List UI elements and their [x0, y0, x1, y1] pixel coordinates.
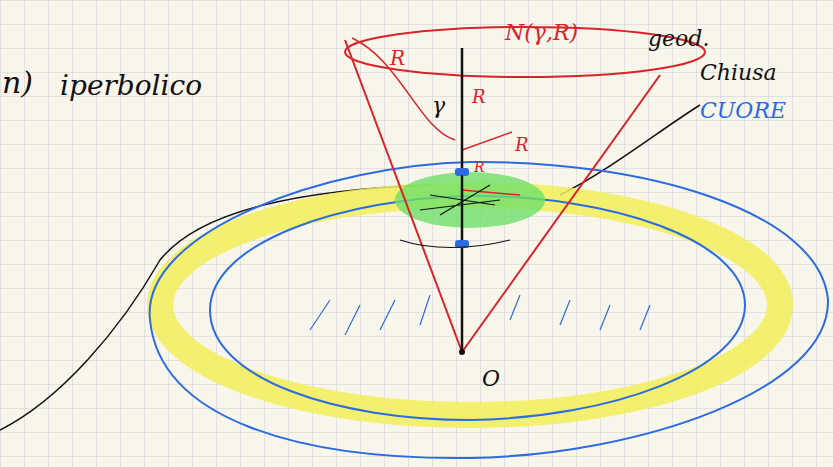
radius-lines	[352, 38, 520, 195]
geodesic-label: γ	[432, 95, 445, 117]
neighborhood-label: N(γ,R)	[505, 22, 578, 44]
item-number: n)	[2, 68, 33, 98]
arc	[400, 240, 510, 248]
star-lines	[420, 175, 500, 235]
cone-sides	[345, 40, 660, 352]
radius-label: R	[390, 48, 405, 68]
core-label: CUORE	[700, 100, 786, 122]
hatching	[310, 295, 650, 335]
note-text: iperbolico	[60, 72, 202, 100]
core-outer	[150, 162, 828, 458]
base-point	[459, 349, 465, 355]
radius-label: R	[474, 160, 485, 174]
green-region	[395, 172, 545, 228]
surface-curve	[0, 185, 430, 430]
axis-mark	[455, 168, 469, 176]
point-label: O	[482, 368, 500, 390]
note-text: Chiusa	[700, 62, 777, 84]
radius-label: R	[472, 88, 486, 106]
radius-label: R	[515, 136, 529, 154]
note-text: geod.	[648, 28, 709, 50]
core-inner	[210, 196, 745, 420]
